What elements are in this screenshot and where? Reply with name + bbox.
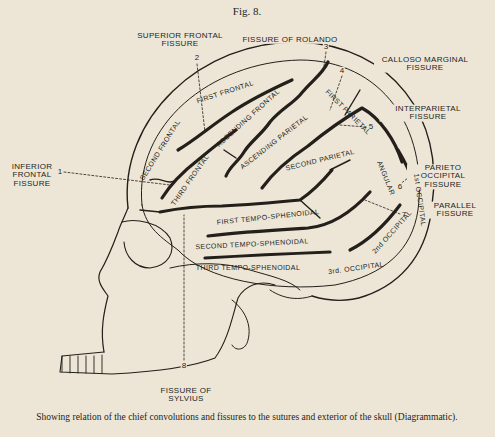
callout-number: 8 xyxy=(181,362,187,370)
figure-caption: Showing relation of the chief convolutio… xyxy=(11,412,483,424)
callout-number: 2 xyxy=(194,54,200,62)
convolution-label: FIRST TEMPO-SPHENOIDAL xyxy=(215,208,320,226)
fissure-label: SUPERIOR FRONTAL FISSURE xyxy=(134,32,226,49)
convolution-label: SECOND PARIETAL xyxy=(284,148,356,173)
convolution-label: FIRST FRONTAL xyxy=(195,79,256,105)
fissure-label: PARALLEL FISSURE xyxy=(424,202,486,219)
callout-number: 3 xyxy=(323,43,329,51)
fissure-label: FISSURE OF SYLVIUS xyxy=(158,387,215,404)
figure-title: Fig. 8. xyxy=(232,6,262,18)
callout-number: 6 xyxy=(397,183,403,191)
fissure-label: INFERIOR FRONTAL FISSURE xyxy=(3,163,61,188)
convolution-label: SECOND TEMPO-SPHENOIDAL xyxy=(194,237,310,250)
callout-number: 4 xyxy=(339,67,345,75)
fissure-label: CALLOSO MARGINAL FISSURE xyxy=(374,56,476,73)
convolution-label: THIRD TEMPO-SPHENOIDAL xyxy=(195,264,301,271)
callout-number: 1 xyxy=(57,168,63,176)
convolution-label: ANGULAR xyxy=(375,159,396,198)
fissure-label: INTERPARIETAL FISSURE xyxy=(380,105,477,122)
convolution-label: 3rd. OCCIPITAL xyxy=(327,260,386,275)
